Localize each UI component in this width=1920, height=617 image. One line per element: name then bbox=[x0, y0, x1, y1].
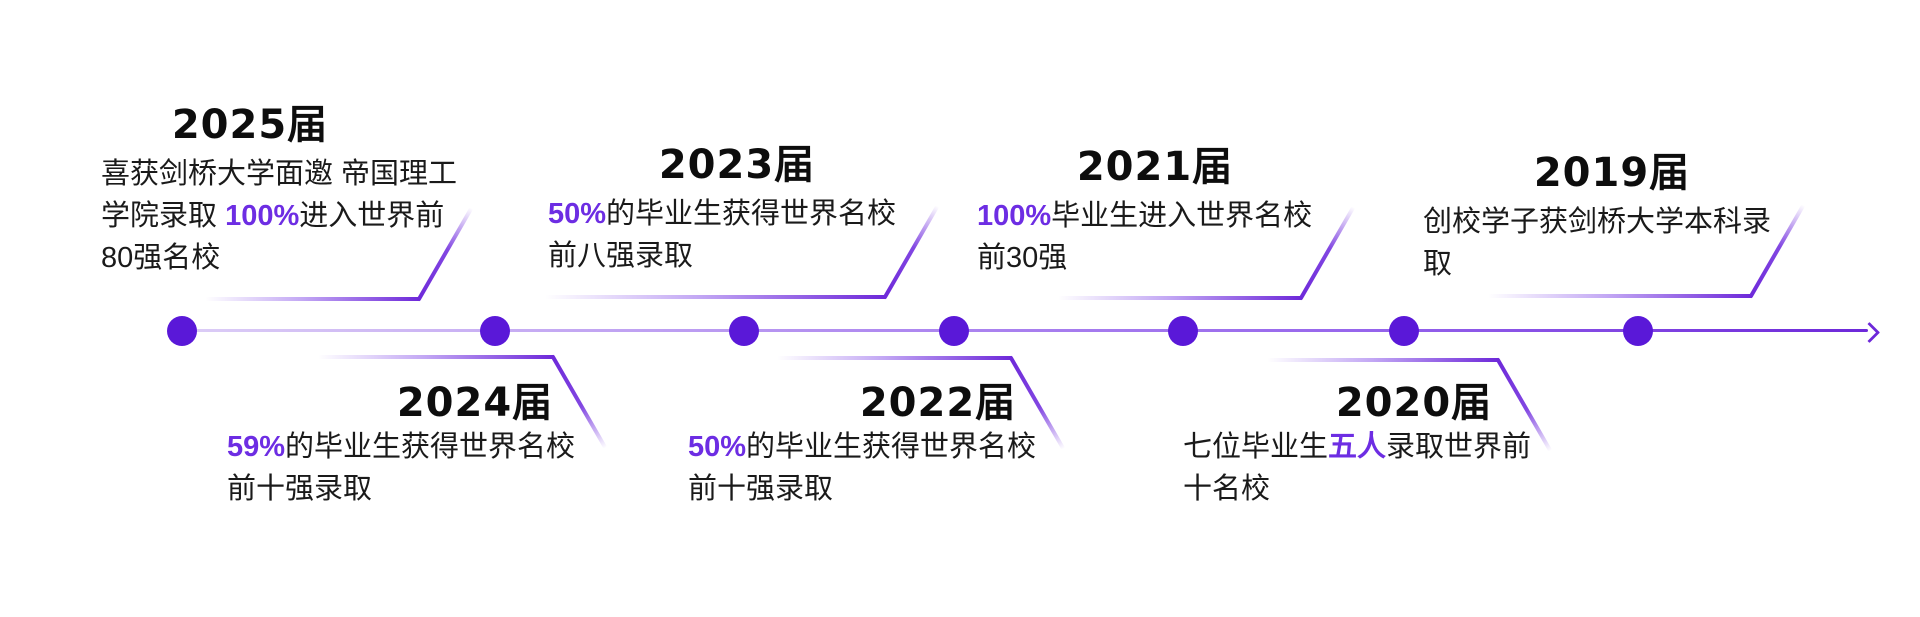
timeline-dot-2019 bbox=[1623, 316, 1653, 346]
timeline-arrowhead-icon bbox=[1858, 321, 1881, 343]
milestone-year: 2020届 bbox=[1335, 380, 1493, 426]
flag-underline-2023 bbox=[545, 295, 886, 299]
milestone-2023: 2023届 50%的毕业生获得世界名校前八强录取 bbox=[548, 142, 920, 277]
timeline-dot-2023 bbox=[729, 316, 759, 346]
milestone-description: 50%的毕业生获得世界名校前八强录取 bbox=[548, 193, 920, 277]
milestone-year: 2021届 bbox=[1076, 144, 1234, 190]
flag-underline-2021 bbox=[1058, 296, 1302, 300]
timeline-dot-2022 bbox=[939, 316, 969, 346]
timeline-dot-2020 bbox=[1389, 316, 1419, 346]
milestone-2024: 2024届 59%的毕业生获得世界名校前十强录取 bbox=[227, 380, 599, 510]
milestone-year: 2025届 bbox=[171, 102, 329, 148]
timeline-dot-2025 bbox=[167, 316, 197, 346]
description-accent: 50% bbox=[548, 198, 607, 230]
milestone-2019: 2019届 创校学子获剑桥大学本科录取 bbox=[1423, 150, 1785, 285]
flag-underline-2019 bbox=[1488, 294, 1752, 298]
milestone-2020: 2020届 七位毕业生五人录取世界前十名校 bbox=[1183, 380, 1551, 510]
timeline-axis bbox=[182, 329, 1868, 332]
description-accent: 100% bbox=[977, 200, 1052, 232]
timeline-dot-2024 bbox=[480, 316, 510, 346]
milestone-2025: 2025届 喜获剑桥大学面邀 帝国理工学院录取 100%进入世界前80强名校 bbox=[101, 102, 469, 279]
milestone-description: 100%毕业生进入世界名校前30强 bbox=[977, 195, 1337, 279]
flag-overline-2024 bbox=[318, 355, 554, 359]
flag-underline-2025 bbox=[205, 297, 420, 301]
milestone-2022: 2022届 50%的毕业生获得世界名校前十强录取 bbox=[688, 380, 1060, 510]
description-accent: 100% bbox=[225, 200, 300, 232]
timeline-dot-2021 bbox=[1168, 316, 1198, 346]
description-accent: 59% bbox=[227, 431, 286, 463]
description-post: 的毕业生获得世界名校前十强录取 bbox=[227, 431, 576, 505]
milestone-year: 2023届 bbox=[658, 142, 816, 188]
milestone-description: 59%的毕业生获得世界名校前十强录取 bbox=[227, 426, 599, 510]
milestone-year: 2019届 bbox=[1533, 150, 1691, 196]
milestone-description: 创校学子获剑桥大学本科录取 bbox=[1423, 201, 1785, 285]
description-post: 录取世界前十名校 bbox=[1183, 431, 1532, 505]
milestone-description: 七位毕业生五人录取世界前十名校 bbox=[1183, 426, 1551, 510]
description-accent: 五人 bbox=[1328, 431, 1387, 463]
milestone-year: 2022届 bbox=[859, 380, 1017, 426]
description-pre: 喜获剑桥大学面邀 帝国理工学院录取 bbox=[101, 158, 458, 232]
description-post: 进入世界前80强名校 bbox=[101, 200, 445, 274]
flag-overline-2022 bbox=[777, 356, 1012, 360]
description-accent: 50% bbox=[688, 431, 747, 463]
description-post: 的毕业生获得世界名校前八强录取 bbox=[548, 198, 897, 272]
description-post: 毕业生进入世界名校前30强 bbox=[977, 200, 1313, 274]
description-post: 的毕业生获得世界名校前十强录取 bbox=[688, 431, 1037, 505]
milestone-year: 2024届 bbox=[396, 380, 554, 426]
flag-overline-2020 bbox=[1267, 358, 1499, 362]
description-pre: 七位毕业生 bbox=[1183, 431, 1329, 463]
description-pre: 创校学子获剑桥大学本科录取 bbox=[1423, 206, 1772, 280]
milestone-description: 喜获剑桥大学面邀 帝国理工学院录取 100%进入世界前80强名校 bbox=[101, 153, 469, 279]
milestone-2021: 2021届 100%毕业生进入世界名校前30强 bbox=[977, 144, 1337, 279]
milestone-description: 50%的毕业生获得世界名校前十强录取 bbox=[688, 426, 1060, 510]
